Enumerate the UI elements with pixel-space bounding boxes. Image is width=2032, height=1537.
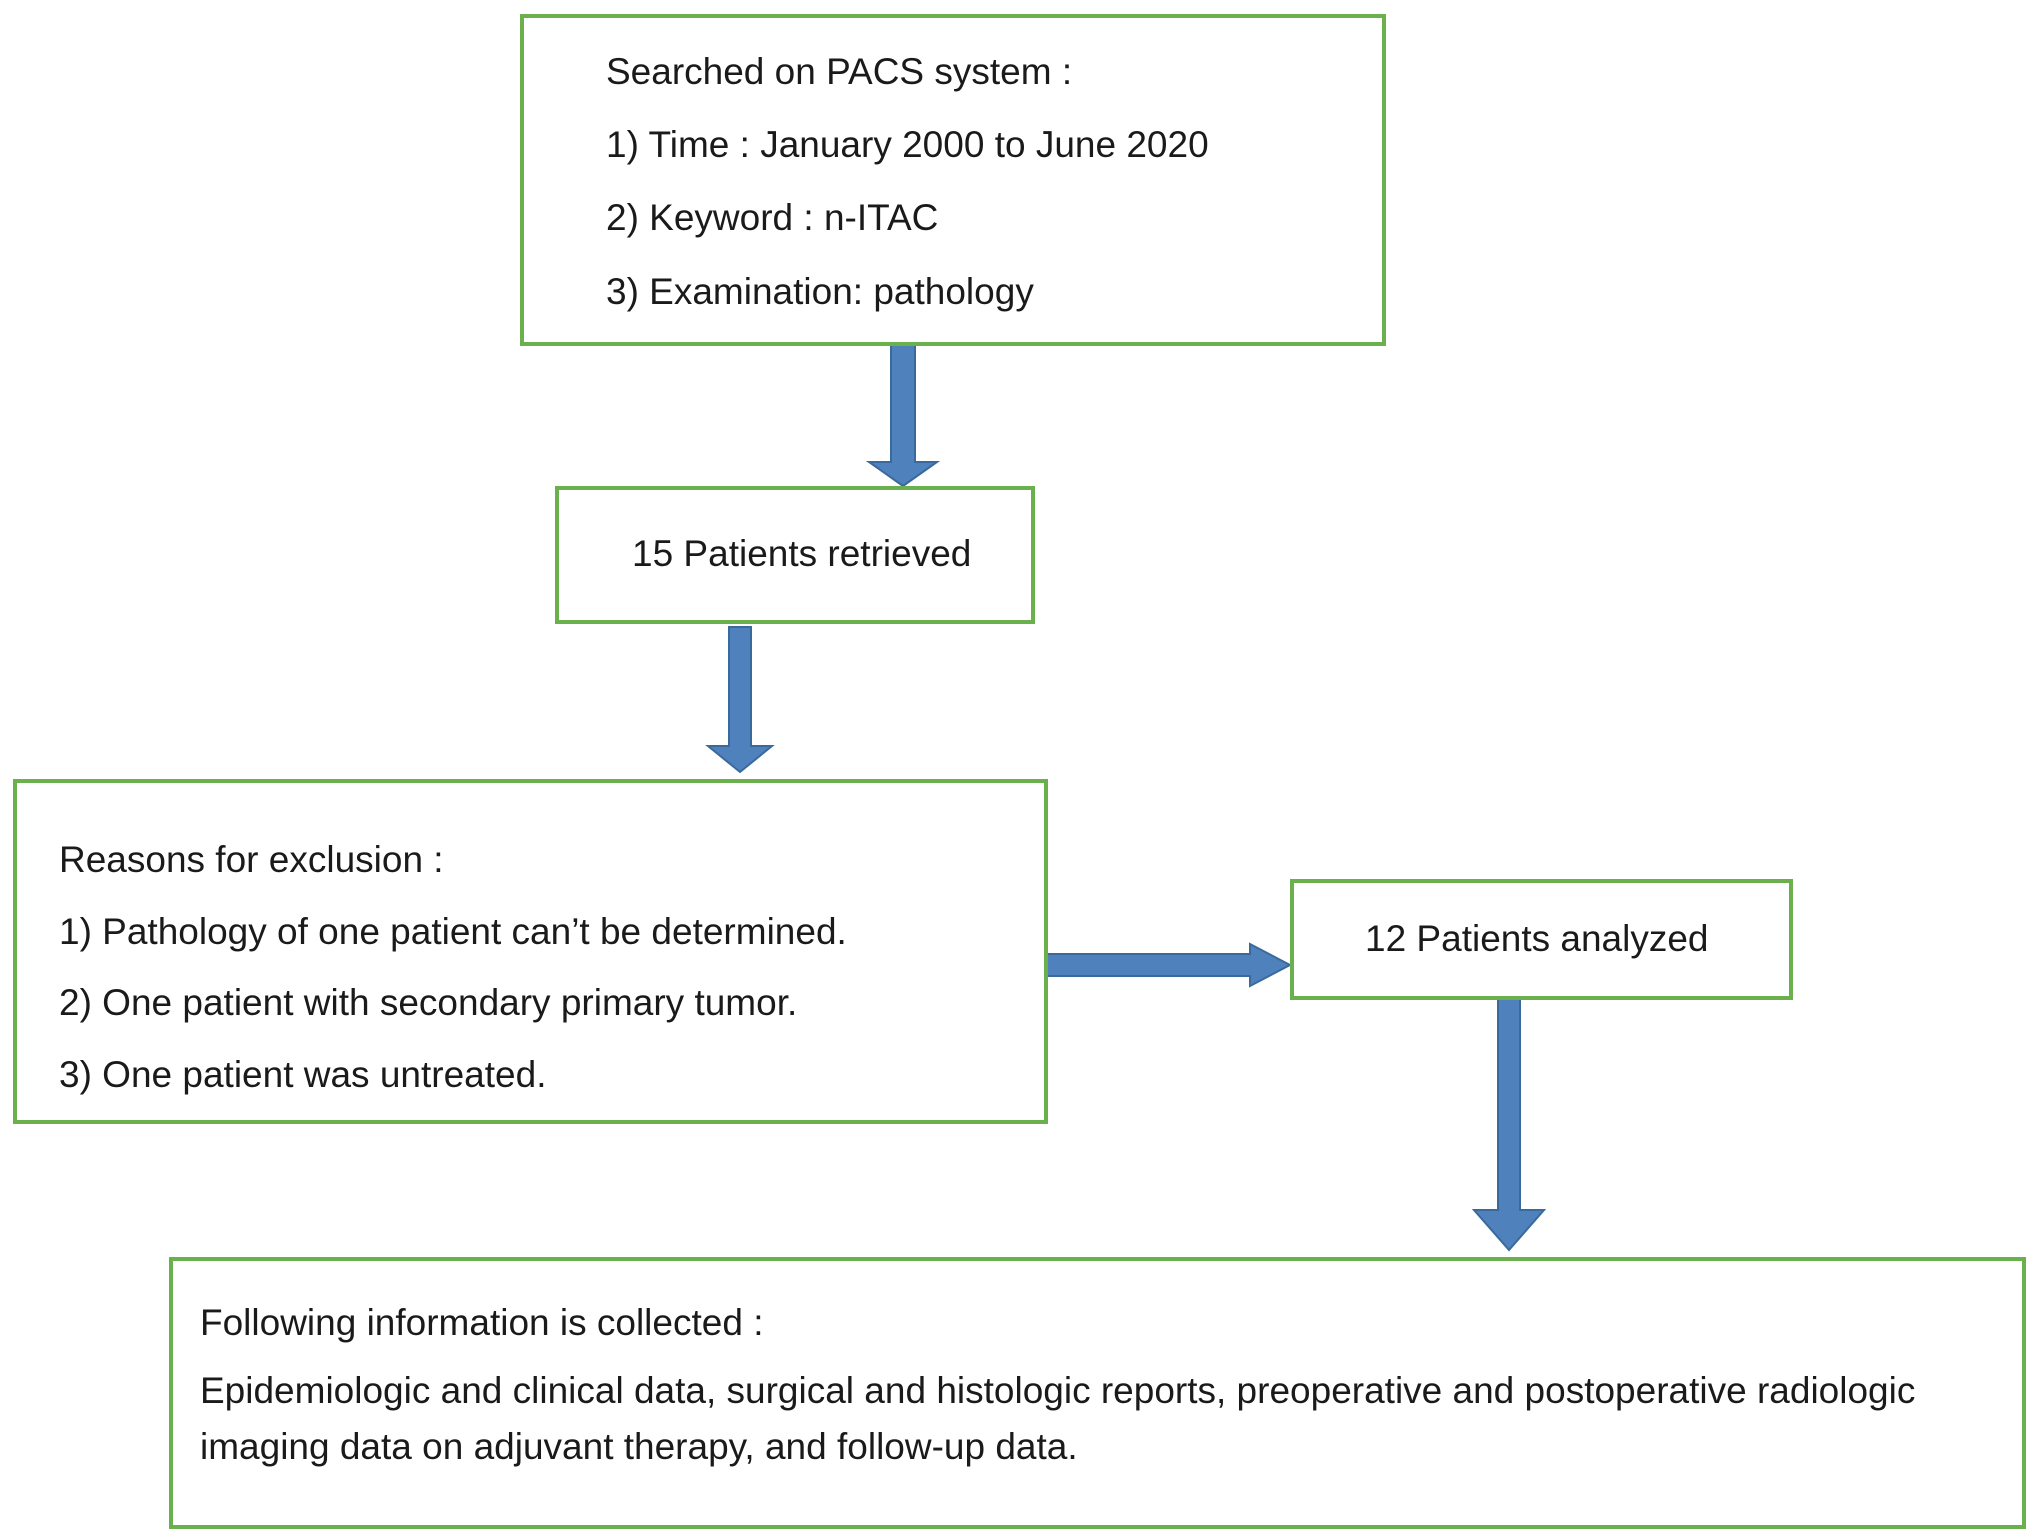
- arrow-search-to-retrieved: [865, 344, 941, 488]
- search-criteria-time: 1) Time : January 2000 to June 2020: [606, 124, 1209, 165]
- arrow-retrieved-to-exclusion: [705, 626, 775, 774]
- patients-retrieved-label: 15 Patients retrieved: [632, 533, 972, 574]
- information-collected-box: Following information is collected : Epi…: [169, 1257, 2026, 1529]
- arrow-exclusion-to-analyzed: [1044, 942, 1293, 988]
- exclusion-reason-2: 2) One patient with secondary primary tu…: [59, 982, 798, 1023]
- exclusion-reasons-title: Reasons for exclusion :: [59, 839, 444, 880]
- arrow-analyzed-to-collected: [1471, 997, 1547, 1252]
- exclusion-reasons-box: Reasons for exclusion : 1) Pathology of …: [13, 779, 1048, 1124]
- exclusion-reason-3: 3) One patient was untreated.: [59, 1054, 547, 1095]
- patients-retrieved-box: 15 Patients retrieved: [555, 486, 1035, 624]
- search-criteria-keyword: 2) Keyword : n-ITAC: [606, 197, 939, 238]
- exclusion-reason-1: 1) Pathology of one patient can’t be det…: [59, 911, 847, 952]
- information-collected-title: Following information is collected :: [200, 1302, 764, 1343]
- patients-analyzed-label: 12 Patients analyzed: [1365, 918, 1709, 959]
- search-criteria-examination: 3) Examination: pathology: [606, 271, 1034, 312]
- patients-analyzed-box: 12 Patients analyzed: [1290, 879, 1793, 1000]
- information-collected-body: Epidemiologic and clinical data, surgica…: [200, 1370, 1916, 1467]
- search-criteria-box: Searched on PACS system : 1) Time : Janu…: [520, 14, 1386, 346]
- search-criteria-title: Searched on PACS system :: [606, 51, 1073, 92]
